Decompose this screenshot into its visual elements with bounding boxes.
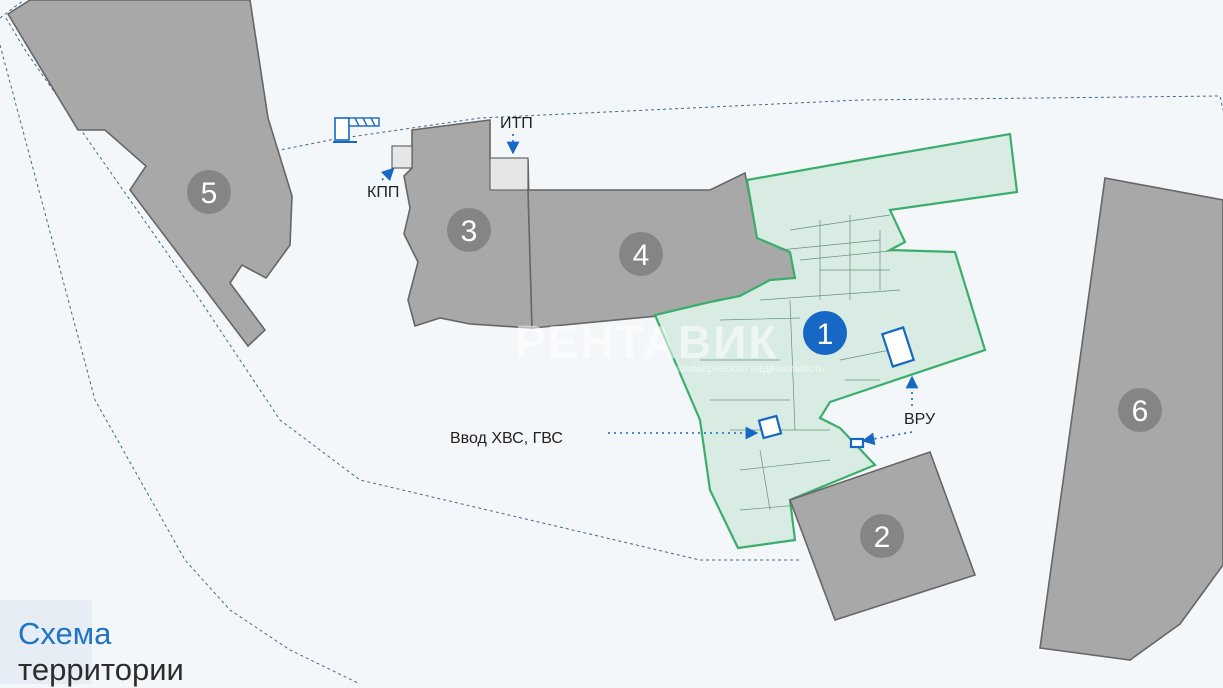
building-3[interactable]: 3 [391, 119, 533, 329]
title-decoration [0, 600, 92, 684]
building-2[interactable]: 2 [788, 450, 977, 621]
vru-small-box [849, 437, 865, 449]
floor-plan-walls [700, 214, 901, 511]
vru-arrow-left [861, 431, 913, 446]
building-5[interactable]: 5 [6, 0, 293, 348]
building-2-number: 2 [874, 521, 891, 554]
itp-label: ИТП [500, 115, 533, 132]
water-inlet-box [757, 414, 783, 440]
building-6-number: 6 [1132, 395, 1149, 428]
vru-label: ВРУ [904, 411, 936, 428]
building-5-number: 5 [201, 177, 218, 210]
watermark-brand: РЕНТАВИК [515, 316, 778, 368]
territory-boundary-inner [5, 17, 800, 561]
kpp-arrow [380, 167, 395, 182]
building-6[interactable]: 6 [1039, 177, 1223, 661]
building-1[interactable]: 1 [653, 132, 1019, 550]
building-4-number: 4 [633, 239, 650, 272]
watermark: РЕНТАВИК коммерческая недвижимость [515, 316, 825, 375]
vru-panel [880, 326, 916, 368]
building-1-number: 1 [817, 318, 834, 351]
checkpoint-booth [391, 145, 413, 169]
watermark-tagline: коммерческая недвижимость [675, 363, 825, 375]
barrier-gate-icon [333, 117, 380, 143]
building-3-number: 3 [461, 215, 478, 248]
scheme-title-line2: территории [18, 652, 184, 687]
water-inlet-label: Ввод ХВС, ГВС [450, 430, 563, 447]
itp-room [489, 157, 529, 191]
scheme-title-line1: Схема [18, 616, 112, 651]
scheme-title: Схема территории [18, 616, 184, 688]
kpp-label: КПП [367, 184, 399, 201]
